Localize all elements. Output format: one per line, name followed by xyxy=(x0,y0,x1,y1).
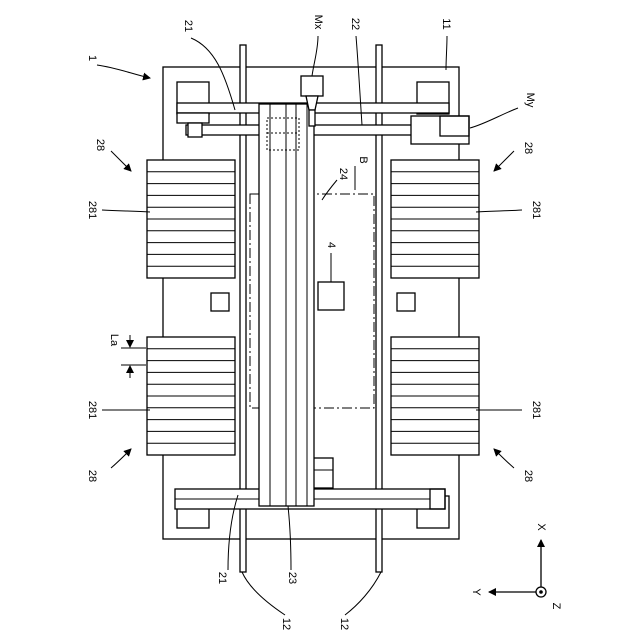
label-ref-b: B xyxy=(357,156,369,163)
label-ref-21-bottom: 21 xyxy=(216,572,228,584)
label-ref-21-top: 21 xyxy=(182,20,194,32)
motor-mx-shaft xyxy=(309,110,315,126)
label-axis-z: Z xyxy=(550,603,562,610)
label-ref-281-ul: 281 xyxy=(86,201,98,219)
label-ref-my: My xyxy=(524,93,536,108)
label-ref-28-ul: 28 xyxy=(94,139,106,151)
label-ref-28-ur: 28 xyxy=(522,142,534,154)
label-ref-281-ur: 281 xyxy=(530,201,542,219)
label-ref-24: 24 xyxy=(337,168,349,180)
label-ref-23: 23 xyxy=(286,572,298,584)
label-ref-1: 1 xyxy=(86,55,98,61)
label-ref-la: La xyxy=(108,334,120,347)
label-ref-22: 22 xyxy=(349,18,361,30)
motor-mx-body xyxy=(301,76,323,96)
label-ref-11: 11 xyxy=(440,18,452,29)
label-ref-28-lr: 28 xyxy=(522,470,534,482)
top-frame-block xyxy=(177,113,209,123)
component-4 xyxy=(318,282,344,310)
label-ref-4: 4 xyxy=(325,242,337,248)
label-ref-mx: Mx xyxy=(312,15,324,30)
label-ref-12-right: 12 xyxy=(338,618,350,630)
side-square-left xyxy=(211,293,229,311)
beam-22-end xyxy=(188,123,202,137)
lower-block xyxy=(313,458,333,488)
label-ref-281-lr: 281 xyxy=(530,401,542,419)
label-ref-281-ll: 281 xyxy=(86,401,98,419)
side-square-right xyxy=(397,293,415,311)
label-axis-y: Y xyxy=(470,588,482,596)
label-axis-x: X xyxy=(535,523,547,531)
label-ref-12-left: 12 xyxy=(280,618,292,630)
label-ref-28-ll: 28 xyxy=(86,470,98,482)
